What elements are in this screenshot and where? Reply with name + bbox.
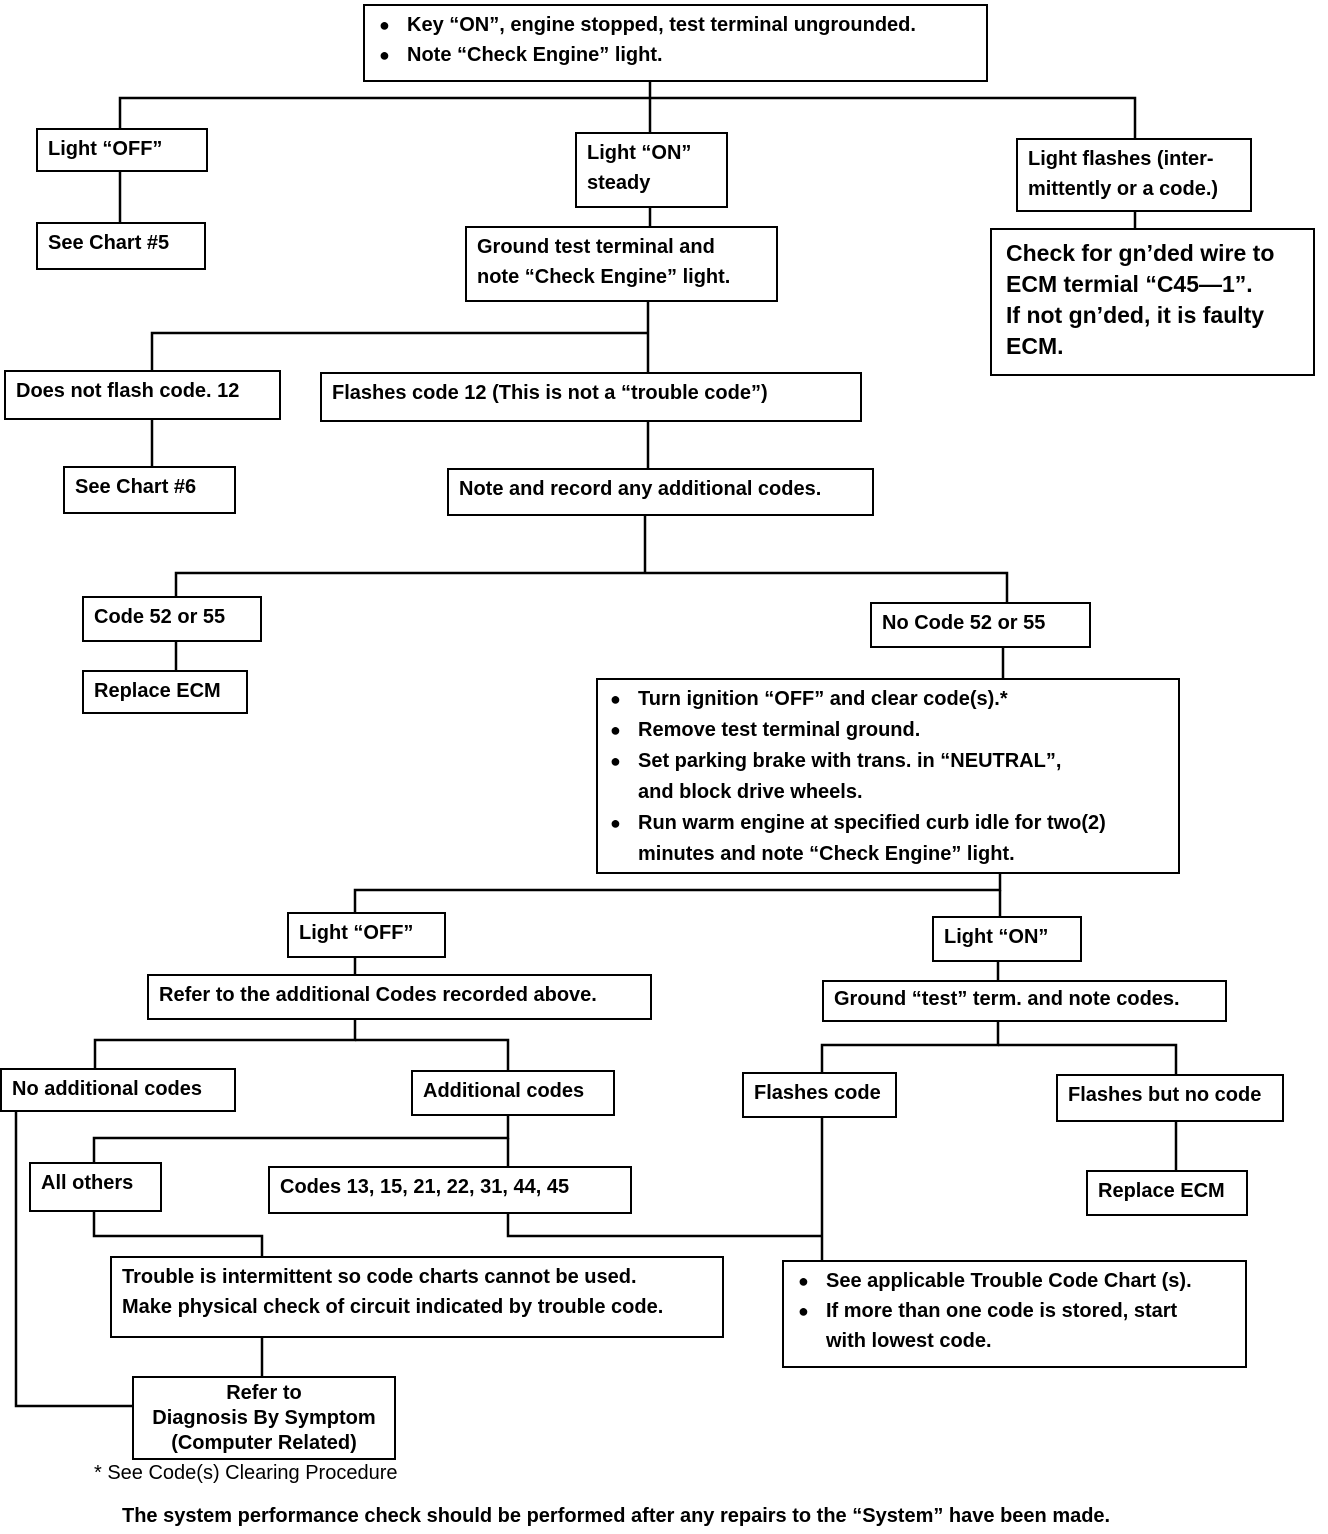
start-box: Key “ON”, engine stopped, test terminal … [363,4,988,82]
code-52-55-box: Code 52 or 55 [82,596,262,642]
connector [506,1214,822,1238]
box-line: If not gn’ded, it is faulty [1006,302,1265,328]
replace-ecm-box-1: Replace ECM [82,670,248,714]
light-on-steady-box: Light “ON” steady [575,132,728,208]
procedure-box: Turn ignition “OFF” and clear code(s).* … [596,678,1180,874]
replace-ecm-box-2: Replace ECM [1086,1170,1248,1216]
codes-list-box: Codes 13, 15, 21, 22, 31, 44, 45 [268,1166,632,1214]
box-line: note “Check Engine” light. [477,266,731,288]
footer-note: The system performance check should be p… [122,1505,1111,1527]
connector [92,1116,510,1162]
connector [150,331,648,370]
refer-diagnosis-box: Refer to Diagnosis By Symptom (Computer … [132,1376,396,1460]
box-line: ECM termial “C45—1”. [1006,271,1253,297]
connector [355,1038,510,1070]
procedure-bullet: Turn ignition “OFF” and clear code(s).* [606,684,1170,715]
connector [92,1212,264,1256]
refer-additional-box: Refer to the additional Codes recorded a… [147,974,652,1020]
box-line: Light “ON” [587,142,692,164]
see-applicable-bullet: If more than one code is stored, start w… [794,1296,1235,1356]
flashes-no-code-box: Flashes but no code [1056,1074,1284,1122]
connector [14,1112,132,1408]
flashes-code-box: Flashes code [742,1072,897,1118]
footnote: * See Code(s) Clearing Procedure [94,1462,398,1484]
box-line: Diagnosis By Symptom [152,1407,376,1429]
see-applicable-bullet: See applicable Trouble Code Chart (s). [794,1266,1235,1296]
box-line: (Computer Related) [171,1432,357,1454]
see-applicable-box: See applicable Trouble Code Chart (s). I… [782,1260,1247,1368]
additional-codes-box: Additional codes [411,1070,615,1116]
see-chart-6-box: See Chart #6 [63,466,236,514]
procedure-bullet: Remove test terminal ground. [606,715,1170,746]
connector [174,571,1009,602]
box-line: steady [587,172,651,194]
start-bullet: Key “ON”, engine stopped, test terminal … [375,10,976,40]
connector [93,1020,357,1068]
light-off-box-1: Light “OFF” [36,128,208,172]
check-ground-box: Check for gn’ded wire to ECM termial “C4… [990,228,1315,376]
no-code-52-55-box: No Code 52 or 55 [870,602,1091,648]
connector [820,1022,1000,1072]
intermittent-box: Trouble is intermittent so code charts c… [110,1256,724,1338]
no-additional-box: No additional codes [0,1068,236,1112]
box-line: mittently or a code.) [1028,178,1219,200]
procedure-bullet: Run warm engine at specified curb idle f… [606,808,1170,870]
ground-test-box: Ground test terminal and note “Check Eng… [465,226,778,302]
box-line: Make physical check of circuit indicated… [122,1296,664,1318]
box-line: Refer to [226,1382,302,1404]
procedure-bullet: Set parking brake with trans. in “NEUTRA… [606,746,1170,808]
connector [353,874,1002,912]
connector [998,1043,1178,1074]
light-flashes-box: Light flashes (inter- mittently or a cod… [1016,138,1252,212]
no-flash-12-box: Does not flash code. 12 [4,370,281,420]
box-line: Trouble is intermittent so code charts c… [122,1266,637,1288]
box-line: Light flashes (inter- [1028,148,1214,170]
all-others-box: All others [29,1162,162,1212]
light-off-box-2: Light “OFF” [287,912,446,958]
box-line: ECM. [1006,333,1064,359]
connector [118,96,1137,138]
start-bullet: Note “Check Engine” light. [375,40,976,70]
flashes-12-box: Flashes code 12 (This is not a “trouble … [320,372,862,422]
light-on-box-2: Light “ON” [932,916,1082,962]
ground-test-term-box: Ground “test” term. and note codes. [822,980,1227,1022]
box-line: Check for gn’ded wire to [1006,240,1275,266]
see-chart-5-box: See Chart #5 [36,222,206,270]
note-record-box: Note and record any additional codes. [447,468,874,516]
box-line: Ground test terminal and [477,236,715,258]
